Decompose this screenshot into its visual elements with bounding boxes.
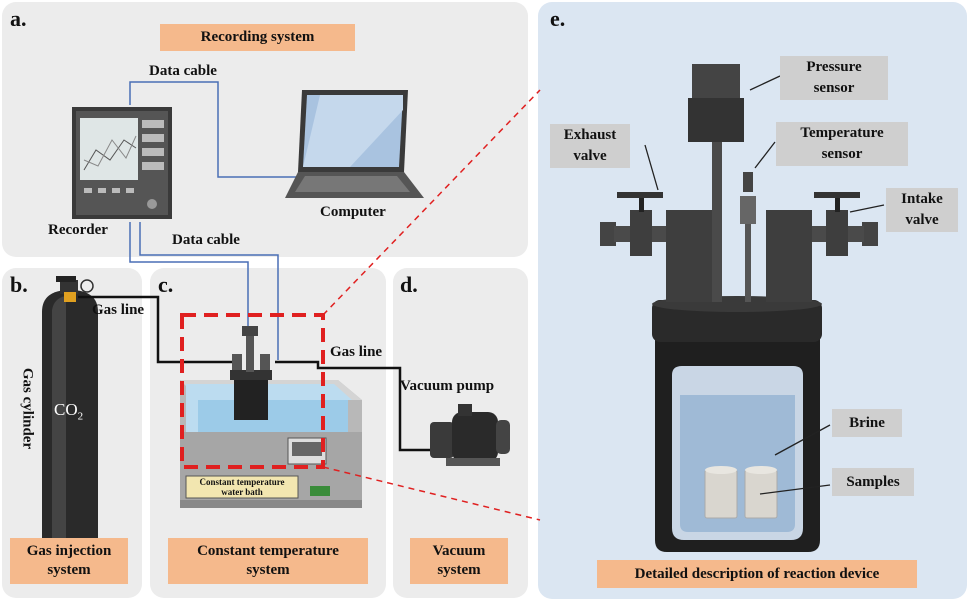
data-cable-bottom-label: Data cable — [172, 232, 240, 248]
gas-cylinder — [42, 276, 98, 578]
brine-label: Brine — [832, 409, 902, 437]
reaction-vessel — [600, 64, 878, 552]
gas-line-label-b: Gas line — [92, 302, 145, 318]
pressure-sensor-label: Pressure sensor — [780, 56, 888, 100]
leader-exhaust — [644, 144, 659, 191]
panel-e-letter: e. — [550, 6, 566, 31]
gas-injection-title-l1: Gas injection — [26, 543, 112, 559]
vacuum-system-title: Vacuum system — [410, 538, 508, 584]
zoom-line-bottom — [322, 466, 541, 521]
pressure-sensor-l2: sensor — [813, 80, 855, 96]
small-reactor — [230, 326, 272, 420]
leader-pressure — [749, 75, 781, 91]
vacuum-pump-label: Vacuum pump — [400, 378, 495, 394]
temperature-sensor-l1: Temperature — [800, 125, 884, 141]
gas-line-inlet — [78, 295, 235, 364]
data-cable-top-label: Data cable — [149, 63, 217, 79]
highlight-box — [180, 313, 325, 469]
exhaust-valve-label: Exhaust valve — [550, 124, 630, 168]
temperature-sensor-label: Temperature sensor — [776, 122, 908, 166]
recorder-label: Recorder — [48, 222, 108, 238]
data-cable-bottom-2 — [139, 222, 279, 360]
intake-valve-label: Intake valve — [886, 188, 958, 232]
panel-c-letter: c. — [158, 272, 174, 297]
leader-brine — [774, 424, 831, 456]
leader-samples — [759, 484, 831, 495]
leader-temperature — [754, 141, 776, 169]
gas-injection-title-l2: system — [47, 562, 91, 578]
gas-line-label-d: Gas line — [330, 344, 383, 360]
constant-temperature-title: Constant temperature system — [168, 538, 368, 584]
temperature-sensor-l2: sensor — [821, 146, 863, 162]
gas-line-vacuum — [275, 360, 432, 452]
laptop-computer — [285, 90, 424, 198]
panel-a-letter: a. — [10, 6, 27, 31]
vacuum-pump — [430, 404, 510, 466]
co2-label: CO2 — [54, 400, 83, 422]
recording-system-title: Recording system — [160, 24, 355, 51]
co2-text: CO — [54, 400, 78, 419]
recorder-device — [72, 107, 172, 219]
pressure-sensor-l1: Pressure — [806, 59, 862, 75]
water-bath-label: Constant temperature water bath — [186, 477, 298, 497]
computer-label: Computer — [320, 204, 386, 220]
vacuum-system-title-l1: Vacuum — [432, 543, 486, 559]
panel-d-letter: d. — [400, 272, 418, 297]
vacuum-system-title-l2: system — [437, 562, 481, 578]
water-bath-label-l1: Constant temperature — [199, 477, 285, 487]
reaction-device-title: Detailed description of reaction device — [597, 560, 917, 588]
samples-label: Samples — [832, 468, 914, 496]
constant-temperature-title-l1: Constant temperature — [197, 543, 339, 559]
exhaust-valve-l1: Exhaust — [563, 127, 617, 143]
zoom-line-top — [322, 89, 541, 316]
data-cable-bottom — [129, 222, 249, 330]
water-bath-label-l2: water bath — [221, 487, 263, 497]
panel-b-letter: b. — [10, 272, 28, 297]
gas-injection-title: Gas injection system — [10, 538, 128, 584]
constant-temperature-title-l2: system — [246, 562, 290, 578]
intake-valve-l2: valve — [905, 212, 939, 228]
exhaust-valve-l2: valve — [573, 148, 607, 164]
data-cable-top — [129, 81, 300, 178]
intake-valve-l1: Intake — [901, 191, 943, 207]
co2-subscript: 2 — [77, 410, 84, 423]
leader-intake — [849, 204, 885, 213]
gas-cylinder-label: Gas cylinder — [19, 367, 36, 450]
